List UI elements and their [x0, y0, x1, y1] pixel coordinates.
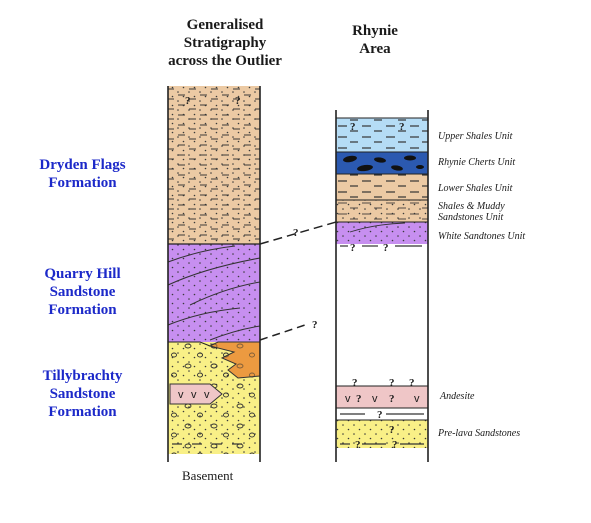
orange-wedge-pebbles	[200, 342, 260, 378]
pre-lava-question-1: ?	[389, 424, 395, 436]
rhynie-heading-line2: Area	[359, 41, 391, 57]
upper-shales-question-2: ?	[399, 121, 405, 133]
dryden-flags-label: Dryden Flags Formation	[10, 156, 155, 192]
white-sandstones-bedding	[349, 222, 406, 233]
quarry-hill-label: Quarry Hill Sandstone Formation	[10, 265, 155, 319]
pre-lava-label: Pre-lava Sandstones	[438, 428, 521, 439]
andesite-v-1: v	[345, 393, 351, 405]
boundary-quarry-tilly	[168, 341, 211, 347]
pre-lava-question-2: ?	[355, 439, 361, 451]
rhynie-unit-boundaries	[336, 117, 428, 421]
quarry-line2: Sandstone	[49, 284, 116, 300]
tilly-line2: Sandstone	[49, 386, 116, 402]
andesite-question-2: ?	[389, 377, 395, 389]
volcanic-v-2: v	[191, 389, 197, 401]
andesite-question-4: ?	[356, 393, 362, 405]
rhynie-heading-line1: Rhynie	[352, 23, 398, 39]
rhynie-heading: Rhynie Area	[335, 22, 415, 58]
dryden-question-mark-2: ?	[235, 95, 241, 107]
andesite-bed	[336, 386, 428, 408]
chert-nodules	[343, 155, 424, 172]
rhynie-cherts-bed	[336, 152, 428, 174]
volcanic-tongue	[169, 383, 223, 405]
white-sandstones-label: White Sandtones Unit	[438, 231, 526, 242]
shales-muddy-line1: Shales & Muddy	[438, 201, 505, 212]
andesite-question-1: ?	[352, 377, 358, 389]
generalised-heading-line2: Stratigraphy	[183, 35, 267, 51]
shales-muddy-label: Shales & Muddy Sandstones Unit	[438, 201, 505, 223]
generalised-column: ? ? v v v	[167, 86, 261, 462]
andesite-question-3: ?	[409, 377, 415, 389]
rhynie-cherts-label: Rhynie Cherts Unit	[438, 157, 516, 168]
andesite-v-3: v	[414, 393, 420, 405]
volcanic-v-1: v	[178, 389, 184, 401]
tilly-line1: Tillybrachty	[42, 368, 123, 384]
andesite-v-2: v	[372, 393, 378, 405]
generalised-heading-line1: Generalised	[186, 17, 264, 33]
upper-shales-dashes	[336, 118, 428, 152]
lower-shales-label: Lower Shales Unit	[438, 183, 513, 194]
andesite-question-5: ?	[389, 393, 395, 405]
white-sandstones-question-1: ?	[350, 242, 356, 254]
correlation-line-lower	[259, 323, 309, 341]
rhynie-column: ? ? ? ? ? ? ? v v	[335, 110, 429, 462]
quarry-line3: Formation	[48, 302, 117, 318]
quarry-hill-cross-bedding	[167, 245, 261, 341]
shales-muddy-line2: Sandstones Unit	[438, 212, 504, 223]
andesite-label: Andesite	[440, 391, 475, 402]
tilly-line3: Formation	[48, 404, 117, 420]
shales-muddy-dashes	[336, 200, 428, 222]
upper-shales-question-1: ?	[350, 121, 356, 133]
white-sandstones-question-2: ?	[383, 242, 389, 254]
upper-shales-label: Upper Shales Unit	[438, 131, 513, 142]
generalised-heading: Generalised Stratigraphy across the Outl…	[150, 16, 300, 70]
quarry-hill-dots	[168, 244, 260, 342]
correlation-question-upper: ?	[293, 227, 299, 239]
dryden-question-mark-1: ?	[185, 95, 191, 107]
dryden-line1: Dryden Flags	[39, 157, 126, 173]
dryden-line2: Formation	[48, 175, 117, 191]
pre-lava-dots	[336, 420, 428, 448]
pre-lava-question-3: ?	[392, 439, 398, 451]
quarry-line1: Quarry Hill	[44, 266, 121, 282]
correlation-question-lower: ?	[312, 319, 318, 331]
volcanic-v-3: v	[204, 389, 210, 401]
basement-label: Basement	[182, 468, 234, 483]
andesite-question-6: ?	[377, 409, 383, 421]
dryden-flags-dashes	[168, 86, 260, 244]
tillybrachty-label: Tillybrachty Sandstone Formation	[10, 367, 155, 421]
lower-shales-dashes	[336, 174, 428, 200]
generalised-heading-line3: across the Outlier	[168, 53, 282, 69]
white-sandstones-dots	[336, 222, 428, 244]
